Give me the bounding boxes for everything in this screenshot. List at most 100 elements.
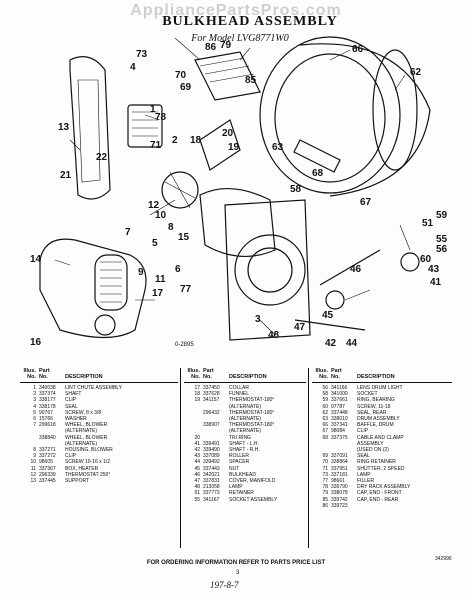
illus-number: 77 (322, 478, 328, 485)
callout-14: 14 (30, 254, 42, 265)
part-description: CABLE AND CLAMP (357, 434, 404, 441)
illus-number: 85 (322, 496, 328, 503)
part-description: SHAFT - R.H. (229, 447, 260, 454)
illus-number: 66 (322, 422, 328, 429)
illus-number: 12 (30, 471, 36, 478)
part-number: 90767 (39, 409, 53, 416)
illus-number: 8 (33, 447, 36, 454)
illus-number: 1 (33, 385, 36, 391)
part-number: 338078 (331, 490, 348, 497)
part-number: 337367 (39, 465, 56, 472)
part-number: 342021 (203, 471, 220, 478)
drum-body (299, 43, 431, 197)
part-number: 337375 (331, 434, 348, 441)
heater-box (39, 238, 147, 339)
part-description: SHUTTER, 2 SPEED (357, 465, 405, 472)
part-number: 98661 (331, 478, 345, 485)
part-description: ASSEMBLY (357, 440, 384, 447)
part-number: 337628 (203, 391, 220, 398)
part-description: CLIP (357, 428, 369, 435)
illus-number: 79 (322, 490, 328, 497)
callout-21: 21 (60, 170, 72, 181)
part-number: 338907 (203, 422, 220, 429)
table-row: (ALTERNATE) (20, 441, 178, 447)
part-description: (ALTERNATE) (229, 416, 262, 423)
part-description: WHEEL, BLOWER (65, 422, 108, 429)
part-description: SCREW 10-16 x 1/2 (65, 459, 111, 466)
part-description: RING, BEARING (357, 397, 395, 404)
handwritten-note: 197-8-7 (210, 580, 239, 590)
illus-number: 47 (194, 478, 200, 485)
callout-17: 17 (152, 288, 164, 299)
roller-right (325, 290, 345, 310)
callout-79: 79 (220, 40, 232, 51)
callout-43: 43 (428, 264, 440, 275)
callout-60: 60 (420, 254, 432, 265)
callout-2: 2 (172, 135, 178, 146)
callout-68: 68 (312, 168, 324, 179)
callout-55: 55 (436, 234, 448, 245)
part-number: 337773 (203, 490, 220, 497)
part-description: SHAFT - L.H. (229, 440, 259, 447)
part-description: SEAL, REAR (357, 409, 387, 416)
illus-number: 86 (322, 502, 328, 509)
part-description: CAP, END - FRONT (357, 490, 402, 497)
part-description: CLIP (65, 453, 77, 460)
table-divider-1 (180, 368, 181, 548)
callout-19: 19 (228, 142, 240, 153)
part-description: SPACER (229, 459, 250, 466)
part-description: TRI RING (229, 434, 251, 441)
illus-number: 43 (194, 453, 200, 460)
part-description: BAFFLE, DRUM (357, 422, 394, 429)
table-row: ASSEMBLY (312, 441, 452, 447)
part-description: FUNNEL (229, 391, 250, 398)
callout-77: 77 (180, 284, 192, 295)
part-description: (ALTERNATE) (65, 428, 98, 435)
illus-number: 11 (30, 465, 36, 472)
roller-left (94, 314, 116, 336)
part-description: WHEEL, BLOWER (65, 434, 108, 441)
part-description: ROLLER (229, 453, 250, 460)
part-number: 337089 (203, 453, 220, 460)
illus-number: 19 (194, 397, 200, 404)
illus-number: 3 (33, 397, 36, 404)
callout-86: 86 (205, 42, 217, 53)
part-number: 296339 (39, 471, 56, 478)
part-description: WASHER (65, 416, 87, 423)
part-description: SOCKET ASSEMBLY (229, 496, 278, 503)
illus-number: 46 (194, 471, 200, 478)
illus-number: 78 (322, 484, 328, 491)
illus-number: 71 (322, 465, 328, 472)
callout-41: 41 (430, 277, 442, 288)
table-row: (ALTERNATE) (20, 428, 178, 434)
part-number: 339491 (203, 440, 220, 447)
part-number: 341157 (203, 397, 220, 404)
illus-number: 63 (322, 416, 328, 423)
illus-number: 70 (322, 459, 328, 466)
part-number: 337272 (39, 453, 56, 460)
callout-85: 85 (245, 75, 257, 86)
part-number: 97787 (331, 403, 345, 410)
part-description: HOUSING, BLOWER (65, 447, 113, 454)
part-number: 337448 (331, 409, 348, 416)
part-description: (ALTERNATE) (229, 403, 262, 410)
part-description: (ALTERNATE) (229, 428, 262, 435)
